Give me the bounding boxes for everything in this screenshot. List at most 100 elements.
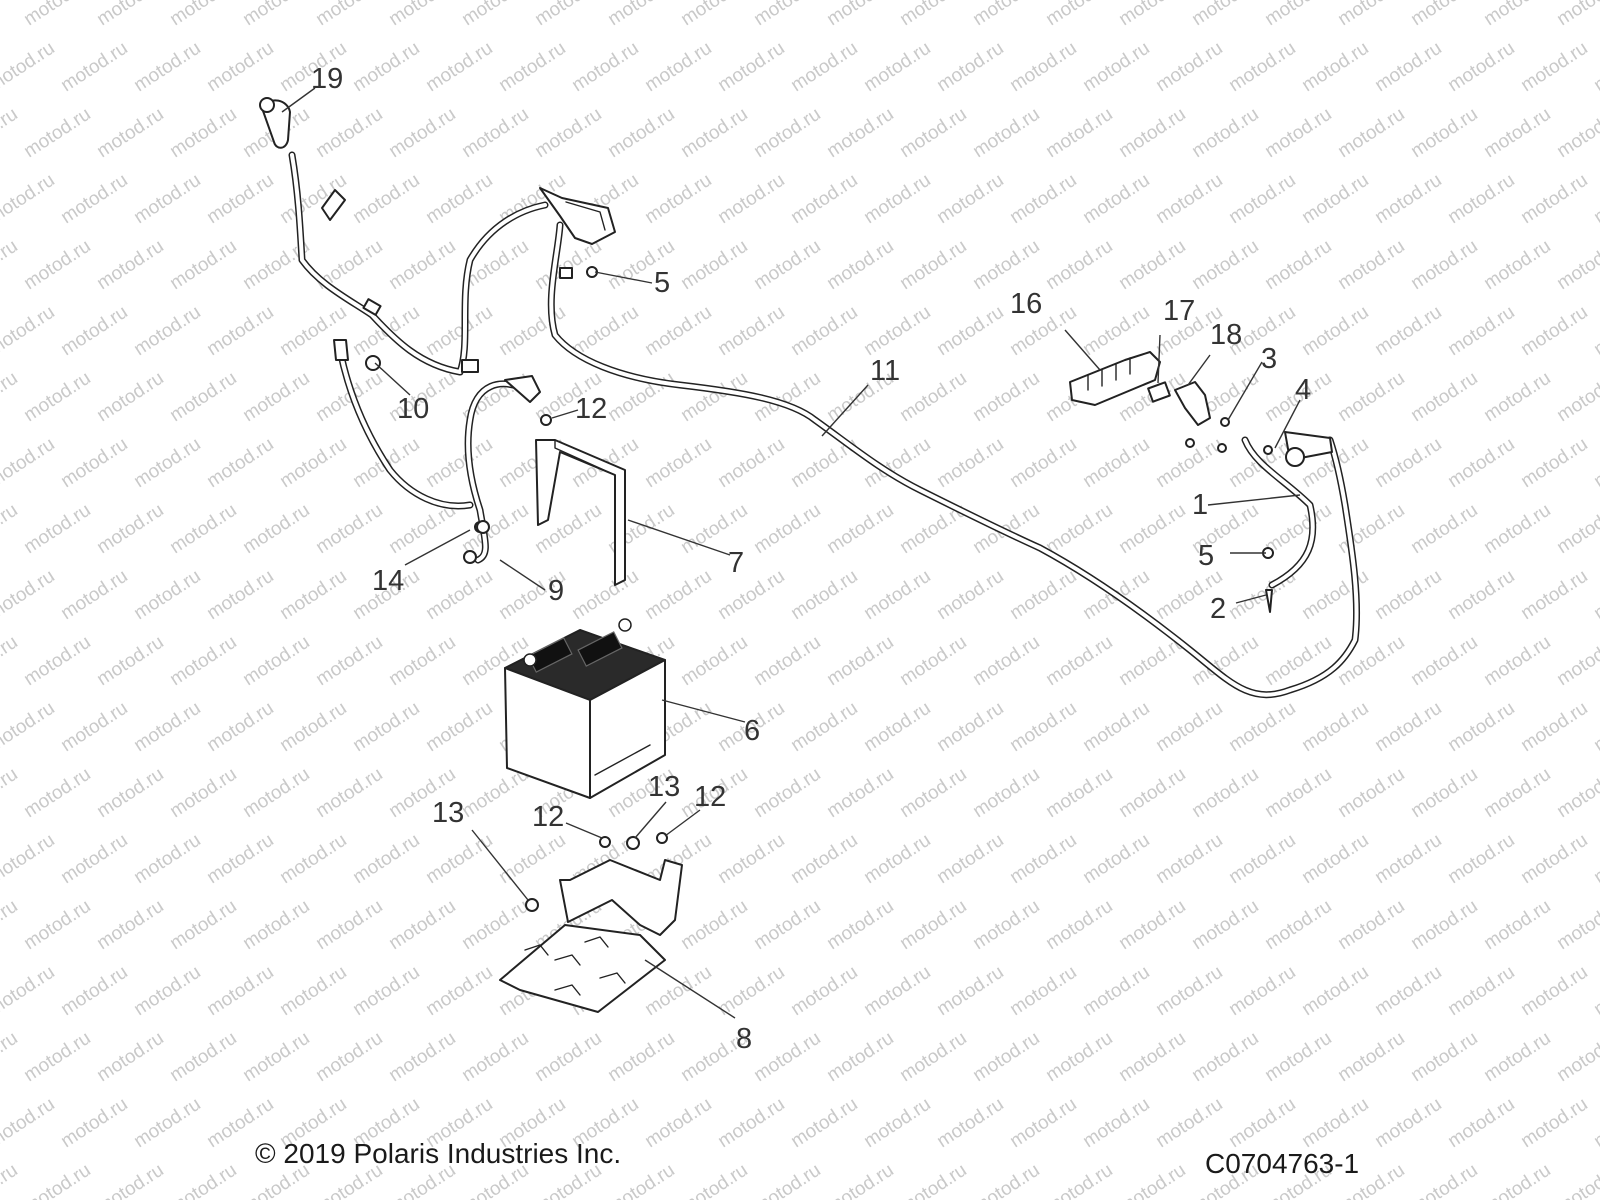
watermark-text: motod.ru (1407, 368, 1481, 426)
watermark-text: motod.ru (1517, 566, 1591, 624)
watermark-text: motod.ru (1298, 302, 1372, 360)
watermark-text: motod.ru (969, 1028, 1043, 1086)
watermark-text: motod.ru (714, 1094, 788, 1152)
watermark-text: motod.ru (203, 434, 277, 492)
watermark-text: motod.ru (1079, 698, 1153, 756)
watermark-text: motod.ru (933, 698, 1007, 756)
watermark-text: motod.ru (823, 1028, 897, 1086)
watermark-text: motod.ru (57, 830, 131, 888)
watermark-text: motod.ru (750, 104, 824, 162)
watermark-text: motod.ru (20, 632, 94, 690)
watermark-text: motod.ru (93, 500, 167, 558)
watermark-text: motod.ru (1334, 236, 1408, 294)
watermark-text: motod.ru (896, 896, 970, 954)
watermark-text: motod.ru (896, 1160, 970, 1200)
watermark-text: motod.ru (1517, 302, 1591, 360)
callout-12-right: 12 (694, 781, 726, 813)
watermark-text: motod.ru (1115, 1160, 1189, 1200)
watermark-text: motod.ru (677, 632, 751, 690)
watermark-text: motod.ru (787, 830, 861, 888)
watermark-text: motod.ru (0, 434, 59, 492)
watermark-text: motod.ru (641, 170, 715, 228)
watermark-text: motod.ru (239, 0, 313, 30)
watermark-text: motod.ru (568, 38, 642, 96)
watermark-text: motod.ru (312, 0, 386, 30)
watermark-text: motod.ru (604, 0, 678, 30)
watermark-text: motod.ru (495, 302, 569, 360)
callout-5-lower: 5 (1198, 540, 1214, 572)
watermark-text: motod.ru (93, 236, 167, 294)
watermark-text: motod.ru (1553, 1160, 1600, 1200)
watermark-text: motod.ru (1006, 830, 1080, 888)
watermark-text: motod.ru (1152, 170, 1226, 228)
watermark-text: motod.ru (1042, 1028, 1116, 1086)
watermark-text: motod.ru (1553, 236, 1600, 294)
callout-12-upper: 12 (575, 393, 607, 425)
watermark-text: motod.ru (1444, 302, 1518, 360)
callout-6: 6 (744, 715, 760, 747)
watermark-text: motod.ru (1188, 104, 1262, 162)
watermark-text: motod.ru (1115, 1028, 1189, 1086)
watermark-text: motod.ru (1407, 1028, 1481, 1086)
watermark-text: motod.ru (1298, 1094, 1372, 1152)
callout-16: 16 (1010, 288, 1042, 320)
callout-12-lower: 12 (532, 801, 564, 833)
watermark-text: motod.ru (1444, 962, 1518, 1020)
watermark-text: motod.ru (312, 1028, 386, 1086)
watermark-text: motod.ru (1152, 1094, 1226, 1152)
watermark-text: motod.ru (1517, 38, 1591, 96)
watermark-text: motod.ru (1079, 830, 1153, 888)
watermark-text: motod.ru (1553, 368, 1600, 426)
watermark-text: motod.ru (203, 302, 277, 360)
watermark-text: motod.ru (1115, 764, 1189, 822)
watermark-text: motod.ru (458, 104, 532, 162)
watermark-text: motod.ru (1444, 434, 1518, 492)
watermark-text: motod.ru (1079, 302, 1153, 360)
watermark-text: motod.ru (1371, 698, 1445, 756)
watermark-text: motod.ru (1444, 566, 1518, 624)
watermark-text: motod.ru (349, 698, 423, 756)
watermark-text: motod.ru (823, 896, 897, 954)
watermark-text: motod.ru (1188, 896, 1262, 954)
watermark-text: motod.ru (20, 1028, 94, 1086)
watermark-text: motod.ru (787, 698, 861, 756)
watermark-text: motod.ru (1553, 896, 1600, 954)
callout-9: 9 (548, 575, 564, 607)
watermark-text: motod.ru (677, 1160, 751, 1200)
watermark-text: motod.ru (1298, 962, 1372, 1020)
watermark-text: motod.ru (933, 1094, 1007, 1152)
watermark-text: motod.ru (1444, 1094, 1518, 1152)
watermark-text: motod.ru (604, 104, 678, 162)
watermark-text: motod.ru (969, 1160, 1043, 1200)
watermark-text: motod.ru (677, 104, 751, 162)
watermark-text: motod.ru (93, 0, 167, 30)
watermark-text: motod.ru (385, 0, 459, 30)
watermark-text: motod.ru (1079, 38, 1153, 96)
callout-numbers: 19 5 10 12 11 16 17 18 3 4 1 5 2 7 9 14 … (311, 63, 1311, 1055)
watermark-text: motod.ru (969, 368, 1043, 426)
callout-5-upper: 5 (654, 267, 670, 299)
watermark-text: motod.ru (1261, 236, 1335, 294)
watermark-text: motod.ru (458, 896, 532, 954)
watermark-text: motod.ru (1334, 368, 1408, 426)
watermark-text: motod.ru (1188, 1028, 1262, 1086)
watermark-text: motod.ru (860, 38, 934, 96)
watermark-text: motod.ru (0, 0, 22, 30)
watermark-text: motod.ru (896, 632, 970, 690)
watermark-text: motod.ru (57, 962, 131, 1020)
watermark-text: motod.ru (860, 566, 934, 624)
watermark-text: motod.ru (1480, 500, 1554, 558)
watermark-text: motod.ru (860, 962, 934, 1020)
watermark-text: motod.ru (714, 302, 788, 360)
watermark-text: motod.ru (1517, 698, 1591, 756)
watermark-text: motod.ru (276, 830, 350, 888)
watermark-text: motod.ru (385, 236, 459, 294)
watermark-text: motod.ru (1590, 434, 1600, 492)
watermark-text: motod.ru (349, 962, 423, 1020)
watermark-text: motod.ru (1407, 236, 1481, 294)
watermark-text: motod.ru (422, 170, 496, 228)
watermark-text: motod.ru (823, 236, 897, 294)
watermark-text: motod.ru (641, 566, 715, 624)
callout-13-left: 13 (432, 797, 464, 829)
watermark-text: motod.ru (1480, 1028, 1554, 1086)
